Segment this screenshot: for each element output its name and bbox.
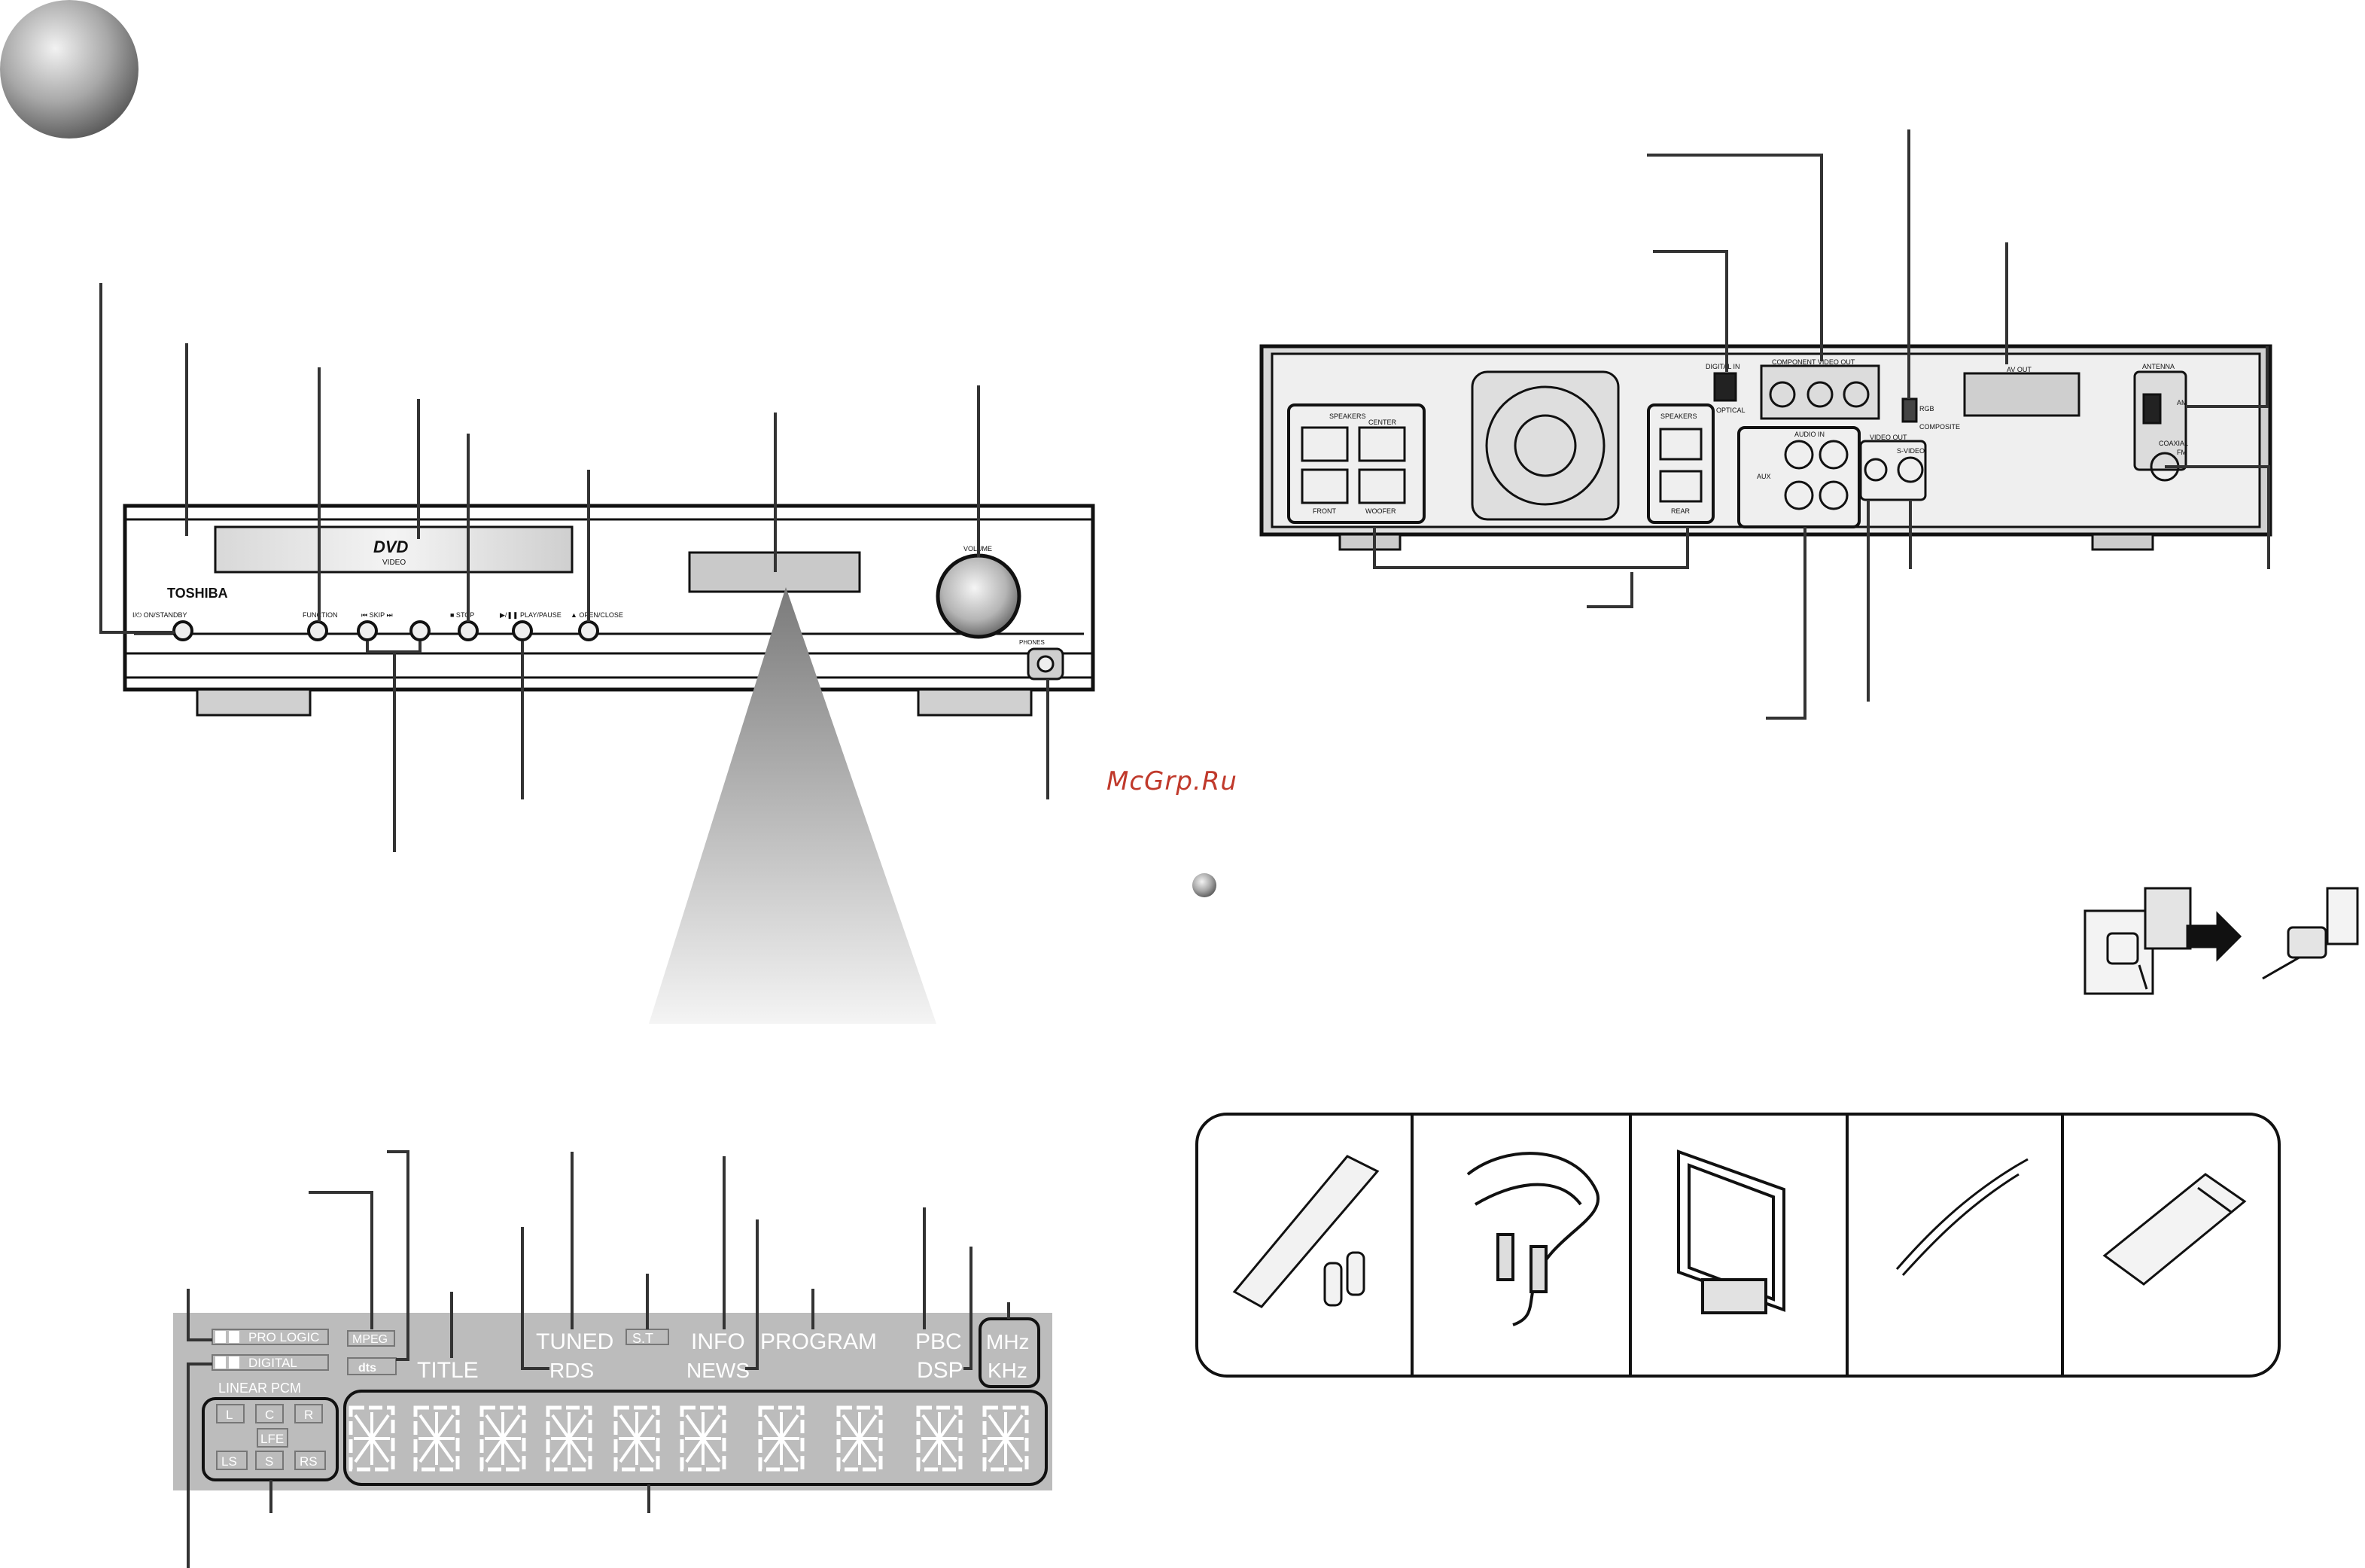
segment-digit: [546, 1405, 592, 1472]
speakers-rear-label: SPEAKERS: [1660, 413, 1697, 420]
speakers-front-label: SPEAKERS: [1329, 413, 1366, 420]
front-callout-lines: [99, 283, 1049, 852]
front-panel-labels: TOSHIBA DVD VIDEO I/⏻ ON/STANDBY FUNCTIO…: [132, 537, 1045, 646]
rds-indicator: RDS: [549, 1359, 594, 1382]
power-button-label: I/⏻ ON/STANDBY: [132, 611, 187, 619]
program-indicator: PROGRAM: [760, 1329, 877, 1354]
bullet-dot-icon: [1192, 873, 1216, 897]
segment-strokes: [551, 1412, 587, 1465]
av-cable-icon: [1466, 1152, 1599, 1326]
watermark: McGrp.Ru: [1106, 766, 1237, 796]
s-video-label: S-VIDEO: [1897, 447, 1925, 455]
tuned-indicator: TUNED: [536, 1329, 613, 1354]
fm-wire-antenna-icon: [1895, 1158, 2029, 1277]
channel-c: C: [265, 1408, 274, 1422]
channel-lfe: LFE: [260, 1432, 284, 1446]
display-indicators: PRO LOGIC DIGITAL LINEAR PCM MPEG dts TI…: [215, 1329, 1030, 1469]
antenna-label: ANTENNA: [2142, 363, 2175, 370]
segment-strokes: [485, 1412, 521, 1465]
optical-label: OPTICAL: [1716, 406, 1746, 414]
rear-callout-lines: [1373, 129, 2270, 720]
mhz-indicator: MHz: [986, 1330, 1030, 1353]
section-marker-icon: [0, 0, 138, 139]
channel-rs: RS: [300, 1454, 318, 1469]
segment-digit: [680, 1405, 726, 1472]
mpeg-indicator: MPEG: [352, 1333, 388, 1346]
segment-digit: [613, 1405, 660, 1472]
dts-indicator: dts: [358, 1362, 376, 1375]
display-window: [173, 1313, 1052, 1490]
segment-digit: [413, 1405, 460, 1472]
segment-strokes: [763, 1412, 799, 1465]
channel-r: R: [304, 1408, 313, 1422]
rear-label: REAR: [1671, 507, 1691, 515]
rear-panel-illustration: [1259, 344, 2272, 551]
display-callout-lines: [187, 1150, 1010, 1568]
switch-rgb-label: RGB: [1919, 405, 1934, 413]
phones-label: PHONES: [1019, 639, 1045, 646]
center-label: CENTER: [1368, 419, 1397, 426]
segment-strokes: [842, 1412, 878, 1465]
segment-digit-row: [349, 1405, 1029, 1472]
segment-digit: [982, 1405, 1029, 1472]
pbc-indicator: PBC: [915, 1329, 962, 1354]
component-out-label: COMPONENT VIDEO OUT: [1772, 358, 1855, 366]
am-loop-antenna-icon: [1677, 1149, 1785, 1314]
segment-digit: [758, 1405, 805, 1472]
dvd-logo: DVD: [373, 537, 409, 556]
stop-button-label: ■ STOP: [450, 611, 474, 619]
segment-strokes: [921, 1412, 957, 1465]
switch-composite-label: COMPOSITE: [1919, 423, 1960, 431]
digital-indicator: DIGITAL: [248, 1356, 297, 1370]
open-close-label: ▲ OPEN/CLOSE: [571, 611, 623, 619]
info-indicator: INFO: [691, 1329, 745, 1354]
news-indicator: NEWS: [686, 1359, 750, 1382]
title-indicator: TITLE: [417, 1358, 479, 1383]
segment-strokes: [988, 1412, 1024, 1465]
woofer-label: WOOFER: [1365, 507, 1396, 515]
aux-label: AUX: [1757, 473, 1771, 480]
am-label: AM: [2177, 399, 2187, 406]
fm-label: FM: [2177, 449, 2187, 456]
skip-buttons-label: ⏮ SKIP ⏭: [361, 611, 393, 619]
st-indicator: S.T: [632, 1331, 653, 1346]
power-plug-illustration: [2083, 887, 2359, 995]
front-label: FRONT: [1313, 507, 1336, 515]
channel-ls: LS: [221, 1454, 237, 1469]
av-out-label: AV OUT: [2007, 366, 2032, 373]
front-panel-illustration: [123, 504, 1095, 717]
volume-knob: [936, 553, 1021, 639]
segment-strokes: [419, 1412, 455, 1465]
segment-strokes: [685, 1412, 721, 1465]
brand-logo: TOSHIBA: [167, 586, 228, 601]
segment-strokes: [619, 1412, 655, 1465]
rear-panel-labels: SPEAKERS CENTER FRONT WOOFER SPEAKERS RE…: [1313, 358, 2188, 515]
play-pause-label: ▶/❚❚ PLAY/PAUSE: [500, 611, 562, 620]
khz-indicator: KHz: [988, 1359, 1027, 1382]
segment-digit: [479, 1405, 526, 1472]
dsp-indicator: DSP: [917, 1358, 963, 1383]
video-out-label: VIDEO OUT: [1870, 434, 1907, 441]
dvd-logo-sub: VIDEO: [382, 559, 406, 567]
remote-control-icon: [1232, 1155, 1380, 1308]
segment-strokes: [354, 1412, 390, 1465]
display-light-beam: [649, 587, 936, 1024]
channel-l: L: [226, 1408, 233, 1422]
owners-manual-icon: [2102, 1173, 2247, 1286]
audio-in-label: AUDIO IN: [1794, 431, 1825, 438]
pro-logic-indicator: PRO LOGIC: [248, 1330, 319, 1344]
segment-digit: [349, 1405, 395, 1472]
segment-digit: [836, 1405, 883, 1472]
segment-digit: [916, 1405, 963, 1472]
channel-s: S: [265, 1454, 273, 1469]
linear-pcm-indicator: LINEAR PCM: [218, 1381, 301, 1396]
coaxial-label: COAXIAL: [2159, 440, 2188, 447]
digital-in-label: DIGITAL IN: [1706, 363, 1740, 370]
